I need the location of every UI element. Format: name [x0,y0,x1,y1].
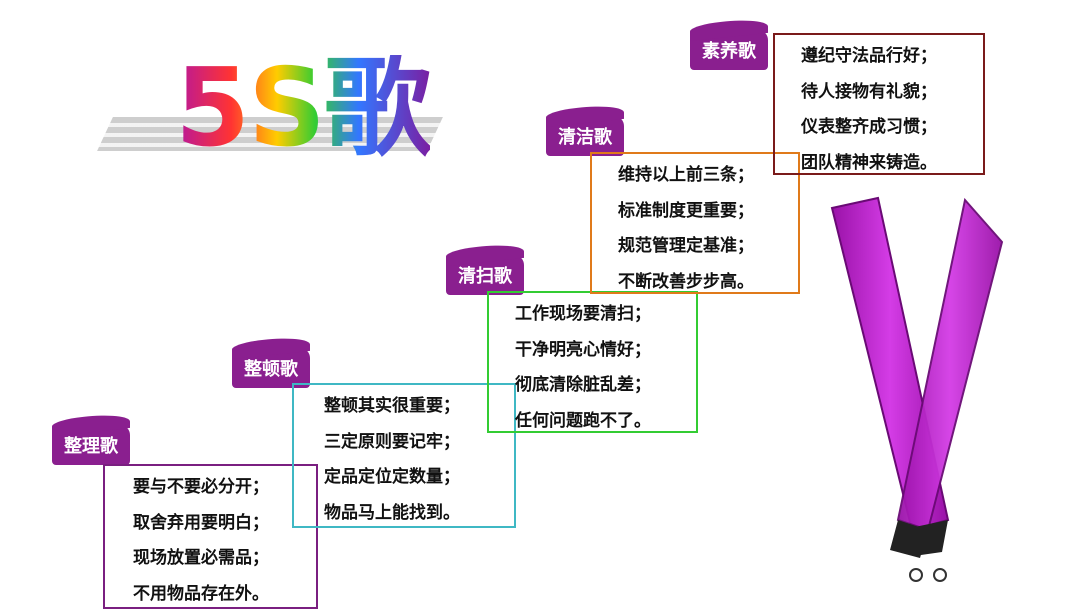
banner-zhengdun: 整顿歌 [232,348,310,388]
box-zhengdun: 整顿其实很重要； 三定原则要记牢； 定品定位定数量； 物品马上能找到。 [292,383,516,528]
verse-line: 仪表整齐成习惯； [801,117,937,137]
verse-line: 规范管理定基准； [618,236,754,256]
box-zhengli: 要与不要必分开； 取舍弃用要明白； 现场放置必需品； 不用物品存在外。 [103,464,318,609]
banner-label: 整理歌 [64,436,118,457]
verse-line: 物品马上能找到。 [324,502,460,523]
verse-line: 不断改善步步高。 [618,271,754,292]
verse-line: 团队精神来铸造。 [801,152,937,173]
banner-zhengli: 整理歌 [52,425,130,465]
verse-line: 待人接物有礼貌； [801,81,937,102]
box-suyang: 遵纪守法品行好； 待人接物有礼貌； 仪表整齐成习惯； 团队精神来铸造。 [773,33,985,175]
verse-line: 彻底清除脏乱差； [515,375,651,395]
verse-line: 要与不要必分开； [133,477,269,497]
verse-line: 定品定位定数量； [324,467,460,487]
box-qingsao: 工作现场要清扫； 干净明亮心情好； 彻底清除脏乱差； 任何问题跑不了。 [487,291,698,433]
title-graphic: 5S歌 [97,46,525,205]
verse-line: 遵纪守法品行好； [801,46,937,66]
verse-line: 维持以上前三条； [618,165,754,185]
verse-line: 取舍弃用要明白； [133,512,269,533]
box-qingjie: 维持以上前三条； 标准制度更重要； 规范管理定基准； 不断改善步步高。 [590,152,800,294]
verse-line: 整顿其实很重要； [324,396,460,416]
right-baton-end [890,520,928,558]
verse-line: 现场放置必需品； [133,548,269,568]
banner-qingsao: 清扫歌 [446,255,524,295]
verse-line: 任何问题跑不了。 [515,410,651,431]
banner-qingjie: 清洁歌 [546,116,624,156]
verse-line: 工作现场要清扫； [515,304,651,324]
verse-line: 干净明亮心情好； [515,339,651,360]
banner-label: 整顿歌 [244,359,298,380]
verse-line: 标准制度更重要； [618,200,754,221]
banner-label: 清洁歌 [558,127,612,148]
page-title: 5S歌 [175,46,432,171]
verse-line: 不用物品存在外。 [133,583,269,604]
banner-label: 素养歌 [702,41,756,62]
left-baton-clip [909,568,923,582]
right-baton-clip [933,568,947,582]
banner-label: 清扫歌 [458,266,512,287]
banner-suyang: 素养歌 [690,30,768,70]
verse-line: 三定原则要记牢； [324,431,460,452]
crossed-batons-graphic [830,196,1004,582]
